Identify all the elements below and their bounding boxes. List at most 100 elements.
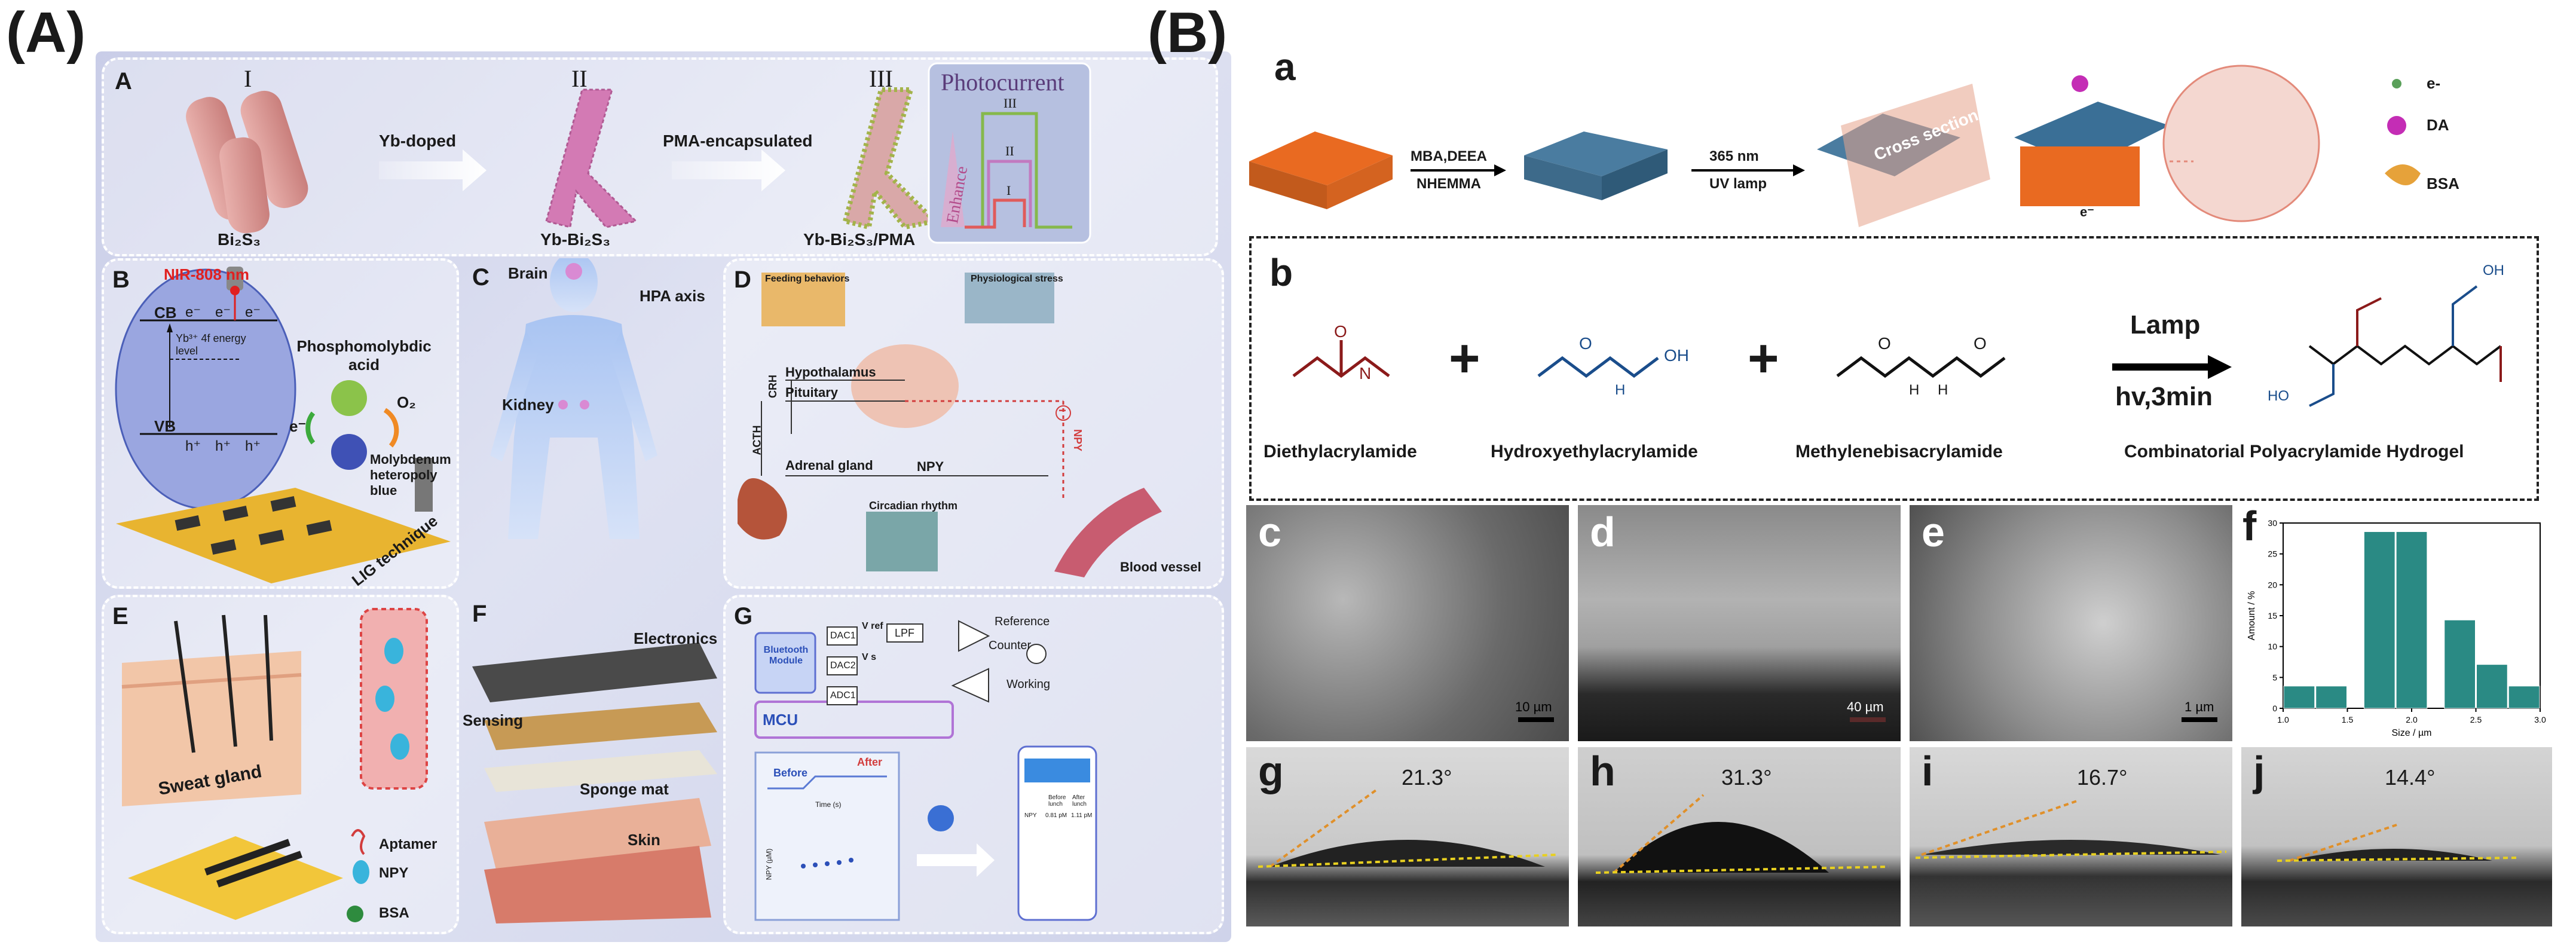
histogram-f-letter: f — [2242, 503, 2257, 549]
atom-oh: OH — [1664, 346, 1689, 365]
contact-i-letter: i — [1922, 748, 1933, 794]
stress-label: Physiological stress — [971, 274, 1063, 284]
panel-A-label: (A) — [6, 1, 86, 65]
name-hydroxyethylacrylamide: Hydroxyethylacrylamide — [1491, 442, 1698, 461]
adrenal-label: Adrenal gland — [785, 458, 873, 473]
y-tick-label-3: 15 — [2268, 611, 2277, 620]
sem-image-d: d 40 µm — [1578, 505, 1901, 741]
subpanel-A: A I II III Bi₂S₃ Yb-Bi₂S₃ Yb-Bi₂S₃/PMA Y… — [102, 57, 1218, 256]
brain-label: Brain — [508, 264, 548, 282]
hydrogel-fabrication-graphic — [1249, 65, 2421, 227]
circadian-label: Circadian rhythm — [869, 500, 958, 512]
contact-angle-h: h 31.3° — [1578, 747, 1901, 926]
kidney-label: Kidney — [502, 396, 554, 414]
subpanel-D: D Feeding behaviors Physiological stress… — [723, 258, 1224, 589]
dac1-label: DAC1 — [830, 631, 856, 641]
subpanel-A-letter: A — [115, 68, 132, 94]
stage-III: III — [869, 65, 893, 92]
photocurrent-trace-I — [965, 198, 1026, 229]
contact-angle-g: g 21.3° — [1246, 747, 1569, 926]
o2-label: O₂ — [397, 393, 416, 411]
after-label: After — [857, 756, 883, 768]
subpanel-G: G Bluetooth Module MCU DAC1 DAC2 ADC1 V … — [723, 595, 1224, 934]
atom-h-3: H — [1938, 382, 1948, 398]
legend-aptamer: Aptamer — [379, 836, 438, 852]
nir-label: NIR-808 nm — [164, 265, 250, 283]
subpanel-E-letter: E — [112, 603, 129, 629]
skin-label: Skin — [628, 831, 660, 849]
atom-nh-1: H — [1615, 382, 1626, 398]
arrow1-top-label: MBA,DEEA — [1411, 148, 1488, 164]
atom-o-4: O — [1974, 334, 1987, 353]
vb-hole-3: h⁺ — [245, 438, 261, 454]
phone-row-after: 1.11 pM — [1071, 812, 1093, 819]
legend-bsa: BSA — [379, 905, 409, 921]
phone-col-before: Before lunch — [1048, 794, 1066, 808]
mcu-label: MCU — [763, 711, 799, 729]
subpanel-G-graphic — [754, 620, 1097, 921]
vessel-label: Blood vessel — [1120, 559, 1201, 574]
cb-electron-2: e⁻ — [215, 304, 231, 320]
contact-h-angle: 31.3° — [1721, 765, 1772, 790]
material-yb-bi2s3-pma: Yb-Bi₂S₃/PMA — [803, 230, 916, 249]
subpanel-b-letter: b — [1269, 251, 1293, 294]
sem-image-e: e 1 µm — [1910, 505, 2232, 741]
histogram-bar-6 — [2508, 686, 2540, 709]
vb-hole-2: h⁺ — [215, 438, 231, 454]
subpanel-B-letter: B — [112, 267, 130, 293]
counter-label: Counter — [989, 639, 1032, 652]
subpanel-B: B NIR-808 nm CB e⁻ e⁻ e⁻ Yb³⁺ 4f energy … — [102, 258, 459, 589]
atom-o-1: O — [1334, 322, 1347, 341]
npy-label-horizontal: NPY — [917, 459, 944, 474]
contact-i-angle: 16.7° — [2077, 765, 2128, 790]
contact-g-letter: g — [1258, 748, 1284, 794]
legend-bsa: BSA — [2427, 175, 2459, 192]
arrow-yb-doped — [379, 149, 487, 191]
histogram-bar-4 — [2444, 619, 2476, 709]
stage-II: II — [571, 65, 588, 92]
sem-c-letter: c — [1258, 509, 1281, 555]
subpanel-E: E Sweat gland Aptamer NPY BSA — [102, 595, 459, 934]
phone-col-after: After lunch — [1072, 794, 1087, 808]
droplet-h — [1595, 794, 1889, 874]
phone-row-before: 0.81 pM — [1045, 812, 1067, 819]
sem-d-letter: d — [1590, 509, 1616, 555]
vs-label: V s — [862, 652, 877, 662]
atom-n-1: N — [1359, 364, 1372, 383]
moly-label: Molybdenum heteropoly blue — [370, 452, 451, 498]
stage-I: I — [244, 65, 252, 92]
plus-1: + — [1449, 329, 1480, 389]
arrow2-bottom-label: UV lamp — [1709, 176, 1767, 192]
sponge-label: Sponge mat — [580, 780, 669, 798]
contact-h-letter: h — [1590, 748, 1616, 794]
subpanel-F-letter: F — [472, 601, 487, 627]
contact-angle-j: j 14.4° — [2241, 747, 2552, 926]
subpanel-C-letter: C — [472, 264, 489, 290]
crh-label: CRH — [767, 375, 779, 398]
dac2-label: DAC2 — [830, 660, 856, 671]
contact-angle-i: i 16.7° — [1910, 747, 2232, 926]
atom-o-2: O — [1579, 334, 1592, 353]
subpanel-D-letter: D — [734, 267, 751, 293]
bluetooth-module-label: Bluetooth Module — [763, 645, 809, 666]
arrow1-bottom-label: NHEMMA — [1417, 176, 1481, 192]
pituitary-label: Pituitary — [785, 385, 839, 400]
x-tick-label-1: 1.5 — [2342, 715, 2354, 724]
arrow-label-yb-doped: Yb-doped — [379, 132, 457, 150]
yb-level-label: Yb³⁺ 4f energy level — [176, 332, 246, 357]
subpanel-a-letter: a — [1274, 45, 1296, 88]
hypothalamus-label: Hypothalamus — [785, 365, 876, 380]
human-body-graphic — [490, 252, 657, 539]
photocurrent-title: Photocurrent — [941, 69, 1064, 96]
sem-d-scale: 40 µm — [1847, 699, 1884, 714]
subpanel-F-graphic — [472, 643, 717, 923]
y-tick-label-4: 20 — [2268, 580, 2277, 589]
vb-hole-1: h⁺ — [185, 438, 201, 454]
histogram-bar-0 — [2283, 686, 2315, 709]
material-yb-bi2s3: Yb-Bi₂S₃ — [540, 230, 611, 249]
atom-o-3: O — [1878, 334, 1891, 353]
droplet-g — [1258, 788, 1558, 868]
x-tick-label-2: 2.0 — [2406, 715, 2418, 724]
histogram-bar-5 — [2476, 664, 2508, 709]
